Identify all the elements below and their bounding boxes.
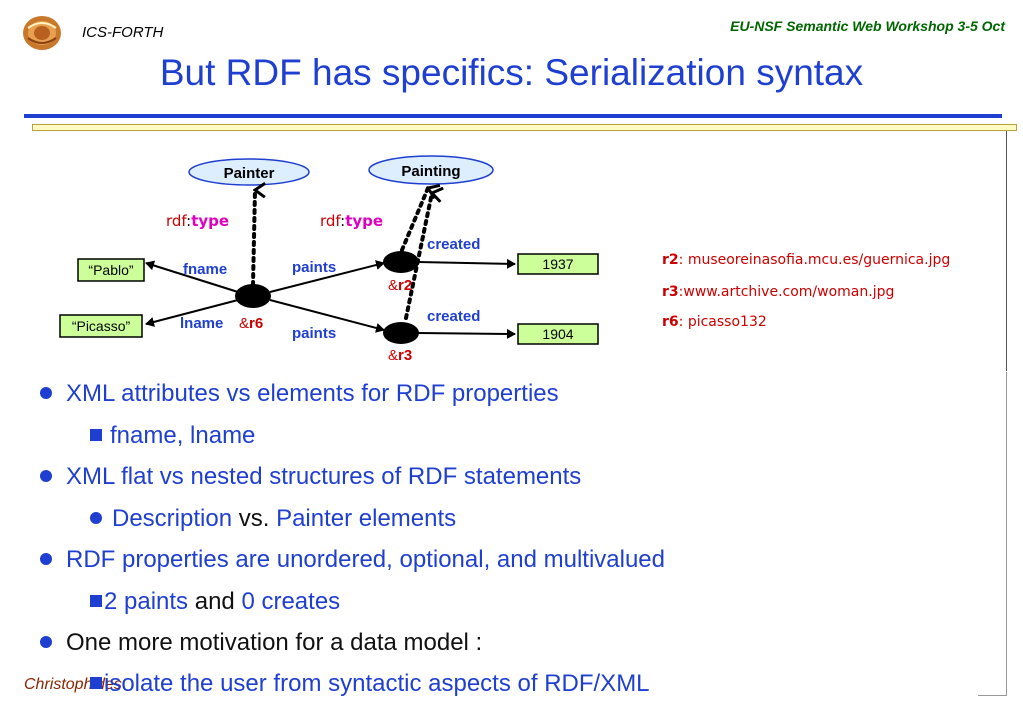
edge-paints-1 [269, 260, 385, 293]
class-painter: Painter [188, 158, 310, 186]
bullet-square [90, 594, 102, 607]
bullet-square [90, 676, 102, 689]
bullet-dot [90, 511, 102, 524]
label-r6: &r6 [239, 315, 263, 332]
frame-border-right [1006, 372, 1007, 696]
class-painter-label: Painter [224, 165, 275, 182]
literal-1937: 1937 [517, 253, 599, 275]
title-rule [24, 114, 1002, 118]
ref-r6: r6: picasso132 [662, 314, 767, 330]
label-paints-1: paints [292, 259, 336, 276]
type-edge-r2 [400, 188, 428, 252]
label-r3: &r3 [388, 347, 412, 364]
literal-pablo: “Pablo” [77, 258, 145, 282]
bullet-dot [40, 552, 52, 565]
rdf-type-label-1: rdf:type [166, 212, 229, 230]
frame-border [1006, 131, 1007, 371]
bullet-dot [40, 635, 52, 648]
literal-1904: 1904 [517, 323, 599, 345]
svg-text:“Pablo”: “Pablo” [88, 262, 133, 278]
edge-created-1 [417, 258, 516, 269]
class-painting: Painting [368, 155, 494, 185]
bullet-3: RDF properties are unordered, optional, … [40, 546, 665, 574]
label-created-2: created [427, 308, 480, 325]
bullet-4-1: isolate the user from syntactic aspects … [90, 670, 650, 698]
bullet-1: XML attributes vs elements for RDF prope… [40, 380, 559, 408]
label-fname: fname [183, 261, 227, 278]
forth-logo [22, 14, 62, 52]
label-created-1: created [427, 236, 480, 253]
rdf-type-label-2: rdf:type [320, 212, 383, 230]
resource-node-r3 [383, 322, 419, 344]
rdf-graph-diagram: Painter Painting rdf:type rdf:type “Pabl… [59, 155, 599, 364]
bullet-2-1: Description vs. Painter elements [90, 505, 456, 533]
bullet-dot [40, 386, 52, 399]
edge-created-2 [417, 328, 516, 339]
type-edge-r3 [404, 193, 432, 320]
literal-picasso: “Picasso” [59, 314, 143, 338]
frame-border-bottom [978, 695, 1006, 696]
bullet-1-1: fname, lname [90, 422, 255, 450]
org-name: ICS-FORTH [82, 24, 164, 41]
label-r2: &r2 [388, 277, 412, 294]
svg-text:1937: 1937 [542, 256, 573, 272]
label-lname: lname [180, 315, 223, 332]
edge-paints-2 [269, 299, 385, 333]
svg-text:“Picasso”: “Picasso” [72, 318, 131, 334]
bullet-dot [40, 469, 52, 482]
bullet-square [90, 428, 102, 441]
bullet-3-1: 2 paints and 0 creates [90, 588, 340, 616]
edge-fname [145, 260, 239, 293]
event-title: EU-NSF Semantic Web Workshop 3-5 Oct [730, 18, 1005, 34]
ref-r2: r2: museoreinasofia.mcu.es/guernica.jpg [662, 252, 951, 268]
bullet-2: XML flat vs nested structures of RDF sta… [40, 463, 581, 491]
class-painting-label: Painting [401, 163, 460, 180]
ref-r3: r3:www.artchive.com/woman.jpg [662, 284, 895, 300]
label-paints-2: paints [292, 325, 336, 342]
title-band [32, 124, 1017, 131]
resource-node-r2 [383, 251, 419, 273]
bullet-4: One more motivation for a data model : [40, 629, 482, 657]
slide-title: But RDF has specifics: Serialization syn… [159, 52, 864, 93]
edge-lname [145, 299, 239, 327]
type-edge-r6 [251, 190, 255, 287]
resource-node-r6 [235, 284, 271, 308]
svg-text:1904: 1904 [542, 326, 573, 342]
